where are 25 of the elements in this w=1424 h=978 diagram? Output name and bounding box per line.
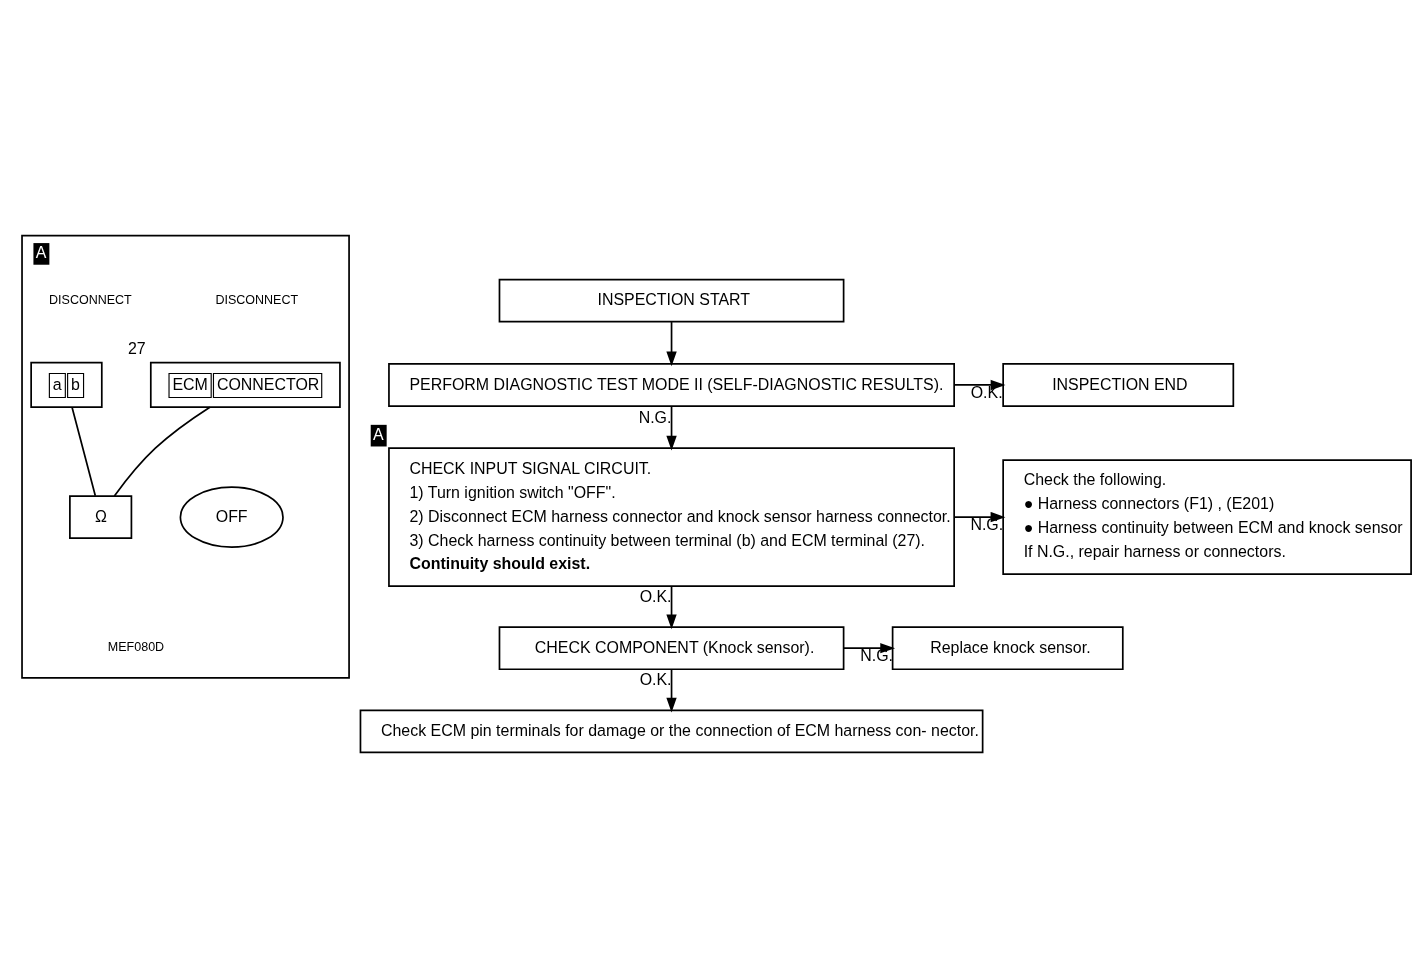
node-box: INSPECTION START [498,278,845,323]
edge-label: O.K. [639,670,672,688]
node-box: Replace knock sensor. [891,625,1124,670]
node-box: Ω [69,494,133,539]
node-label: 27 [128,339,146,357]
node-box: INSPECTION END [1002,362,1235,407]
label: DISCONNECT [49,292,132,307]
label: DISCONNECT [215,292,299,307]
connector [71,405,97,497]
node-box: CHECK COMPONENT (Knock sensor). [498,625,845,670]
node-ellipse: OFF [179,485,284,548]
node-box: PERFORM DIAGNOSTIC TEST MODE II (SELF-DIAGNOSTIC RESULTS). [388,362,955,407]
arrow [666,405,677,451]
node-box: Check the following. ● Harness connectors (F1) , (E201) ● Harness continuity between ECM and knock sensor If N.G., repair harness or connectors. [1002,458,1412,575]
node-box: ECM CONNECTOR [149,361,341,408]
node-box: a b [30,361,103,408]
label: MEF080D [107,639,165,654]
edge-label: O.K. [639,587,672,605]
arrow [666,320,677,366]
node-box: Check ECM pin terminals for damage or the connection of ECM harness con- nector. [359,708,984,753]
connector [113,405,211,497]
arrow [666,585,677,629]
arrow [666,667,677,712]
node-label: A [373,425,384,443]
edge-label: N.G. [638,408,672,426]
